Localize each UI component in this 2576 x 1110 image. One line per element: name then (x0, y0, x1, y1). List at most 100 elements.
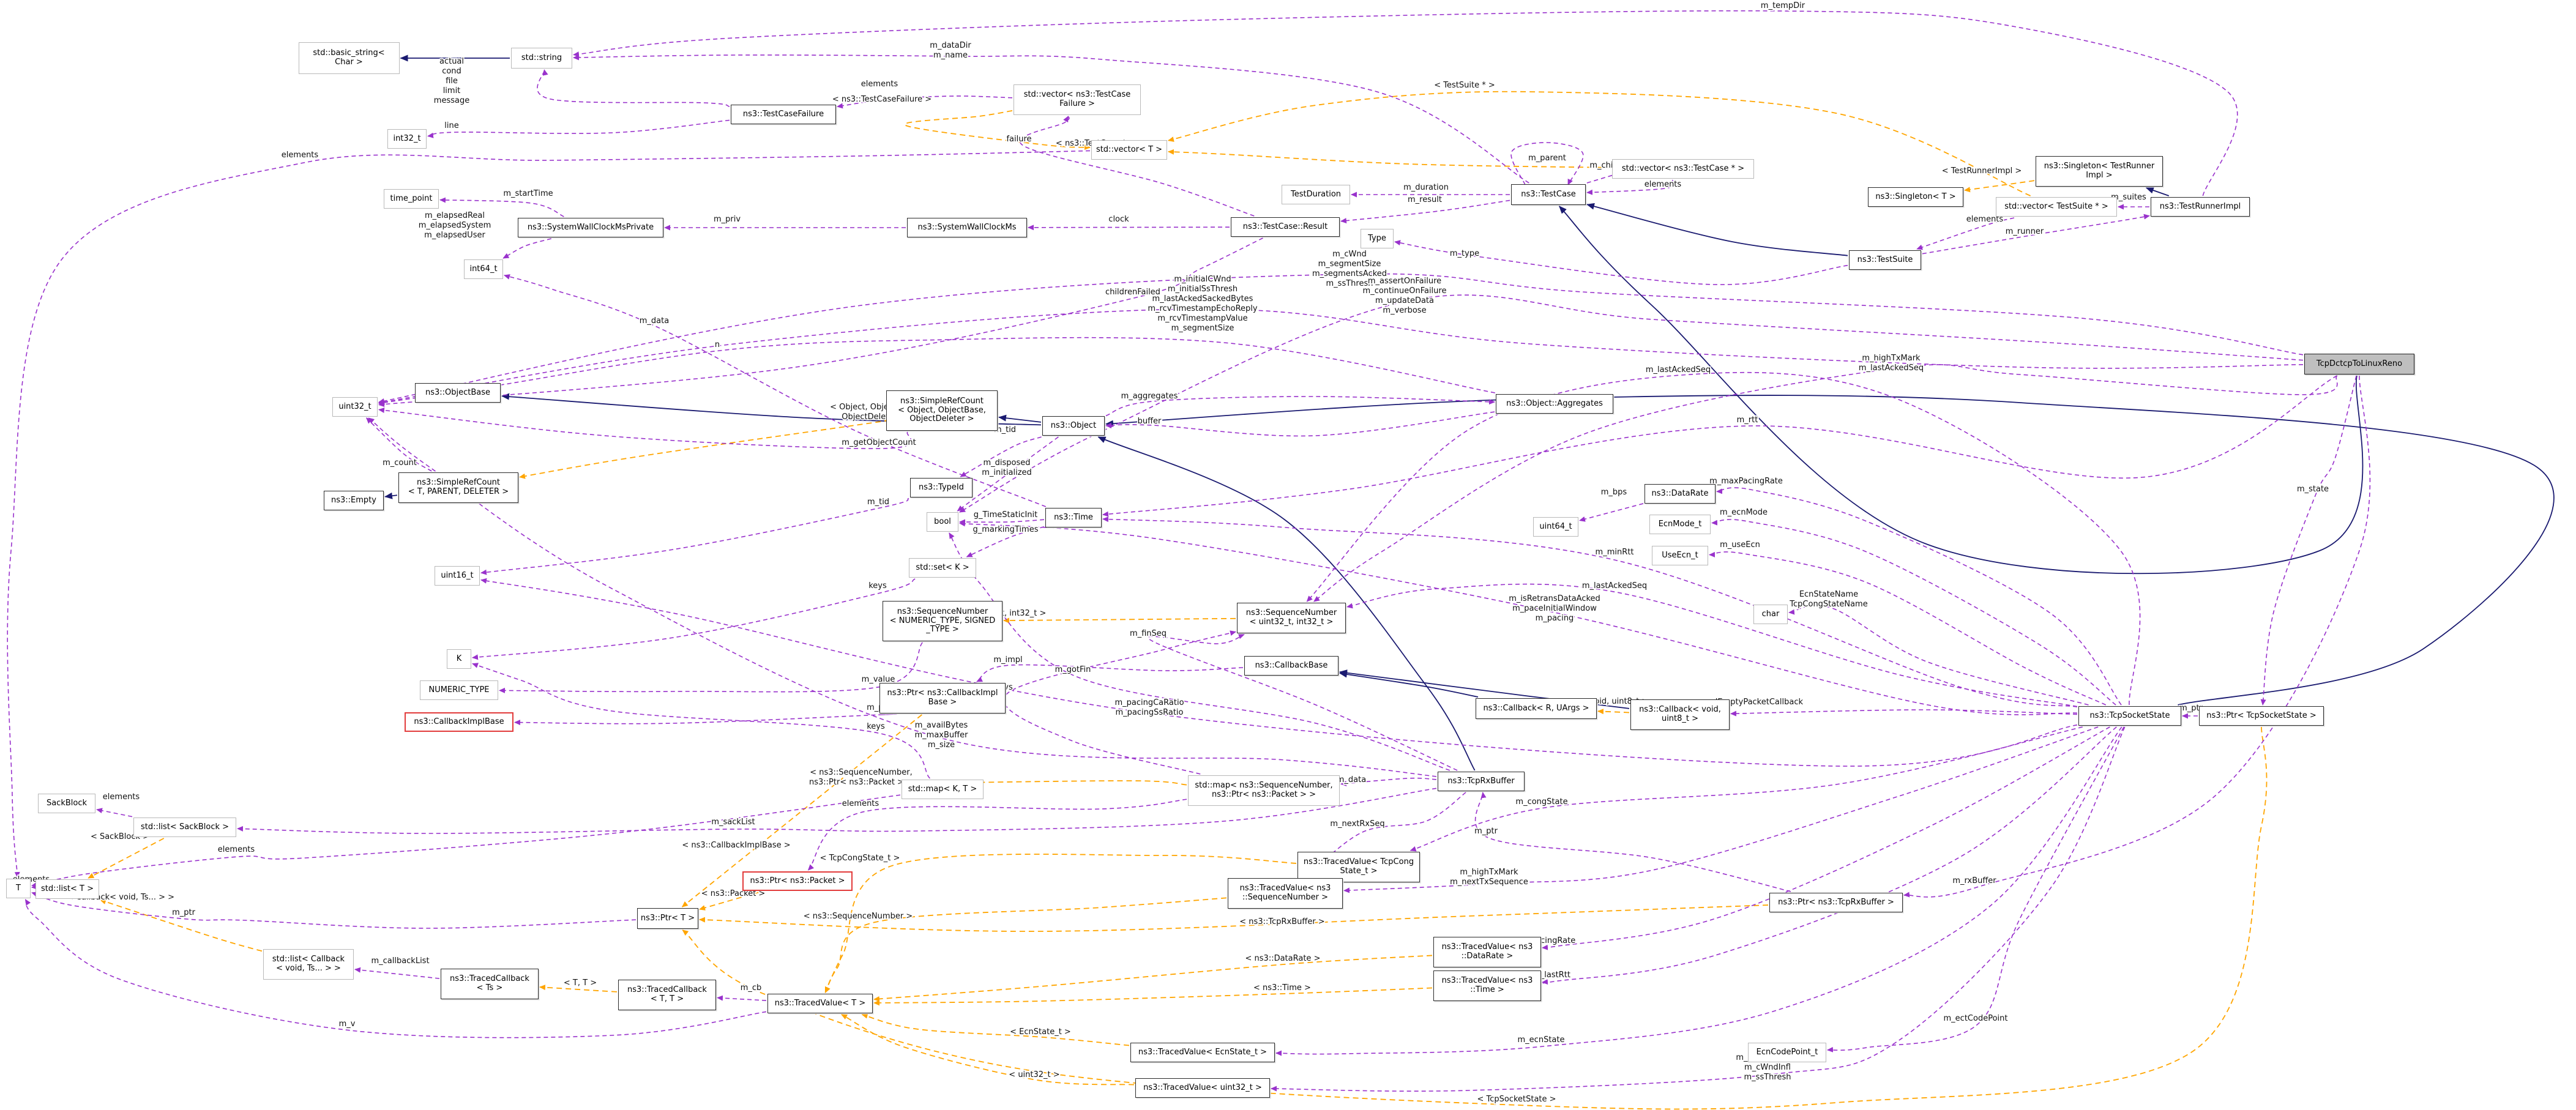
node-k[interactable]: K (447, 649, 471, 669)
edge-dr-u64 (1579, 503, 1644, 522)
node-srcT[interactable]: ns3::SimpleRefCount < T, PARENT, DELETER… (398, 472, 518, 503)
node-tcbTs[interactable]: ns3::TracedCallback < Ts > (441, 969, 539, 999)
node-tcf[interactable]: ns3::TestCaseFailure (731, 105, 836, 124)
node-mapKT[interactable]: std::map< K, T > (902, 780, 984, 799)
node-singTRI[interactable]: ns3::Singleton< TestRunner Impl > (2036, 156, 2163, 187)
node-tvT[interactable]: ns3::TracedValue< T > (767, 994, 873, 1013)
node-char[interactable]: char (1753, 605, 1788, 624)
node-lt[interactable]: std::list< T > (35, 879, 99, 899)
node-tc[interactable]: ns3::TestCase (1511, 184, 1586, 205)
edges-group (7, 10, 2555, 1110)
node-tp[interactable]: time_point (384, 189, 439, 209)
node-obj[interactable]: ns3::Object (1042, 416, 1105, 436)
node-ts[interactable]: ns3::TestSuite (1849, 250, 1921, 270)
node-tvDR[interactable]: ns3::TracedValue< ns3 ::DataRate > (1433, 937, 1541, 967)
edge-label-ptrT-t: m_ptr (172, 908, 196, 917)
edge-label-ptrRxb-ptrT: < ns3::TcpRxBuffer > (1239, 917, 1324, 926)
node-label: bool (934, 516, 951, 526)
edge-label-vts-ts: elements (1966, 215, 2004, 224)
node-i32[interactable]: int32_t (387, 129, 427, 149)
node-numt[interactable]: NUMERIC_TYPE (420, 680, 498, 700)
node-tid[interactable]: ns3::TypeId (910, 478, 973, 497)
node-ptrTss[interactable]: ns3::Ptr< TcpSocketState > (2199, 706, 2324, 726)
node-cbi[interactable]: ns3::CallbackImplBase (405, 712, 513, 732)
node-tcbTT[interactable]: ns3::TracedCallback < T, T > (618, 980, 716, 1010)
node-label: NUMERIC_TYPE (428, 685, 490, 695)
edge-seqG-numt (499, 642, 923, 693)
node-vts[interactable]: std::vector< TestSuite * > (1996, 197, 2117, 217)
node-mapSP[interactable]: std::map< ns3::SequenceNumber, ns3::Ptr<… (1188, 775, 1340, 806)
node-tdur[interactable]: TestDuration (1282, 185, 1350, 204)
node-dr[interactable]: ns3::DataRate (1645, 484, 1715, 504)
node-set[interactable]: std::set< K > (909, 558, 976, 578)
edge-tss-bool (959, 521, 2078, 715)
node-main[interactable]: TcpDctcpToLinuxReno (2304, 354, 2414, 374)
node-ob[interactable]: ns3::ObjectBase (415, 383, 501, 403)
node-u16[interactable]: uint16_t (435, 566, 480, 586)
node-usee[interactable]: UseEcn_t (1652, 546, 1708, 565)
node-label: std::vector< ns3::TestCase Failure > (1023, 90, 1131, 108)
node-empty[interactable]: ns3::Empty (324, 491, 384, 510)
node-sack[interactable]: SackBlock (38, 794, 95, 813)
node-label: ns3::TracedCallback < T, T > (627, 985, 707, 1004)
node-str[interactable]: std::string (511, 48, 572, 69)
node-srcO[interactable]: ns3::SimpleRefCount < Object, ObjectBase… (886, 390, 998, 431)
edge-tvCong-tvT (824, 854, 1297, 993)
node-vtcf[interactable]: std::vector< ns3::TestCase Failure > (1014, 84, 1141, 115)
node-label: ns3::SequenceNumber < NUMERIC_TYPE, SIGN… (889, 606, 996, 635)
node-rxb[interactable]: ns3::TcpRxBuffer (1438, 772, 1525, 791)
node-u32[interactable]: uint32_t (332, 397, 378, 417)
node-cbVU[interactable]: ns3::Callback< void, uint8_t > (1630, 699, 1730, 730)
node-swcp[interactable]: ns3::SystemWallClockMsPrivate (518, 218, 663, 237)
node-cbRU[interactable]: ns3::Callback< R, UArgs > (1476, 698, 1597, 719)
edge-lsack-sack (96, 808, 133, 818)
edge-label-ptrCbi-ptrT: < ns3::CallbackImplBase > (682, 841, 790, 850)
edge-label-rxb-seq32: m_finSeq (1130, 629, 1167, 638)
node-i64[interactable]: int64_t (464, 259, 503, 279)
edge-tvDR-tvT (873, 955, 1433, 1002)
node-label: std::vector< TestSuite * > (2004, 201, 2108, 211)
node-agg[interactable]: ns3::Object::Aggregates (1496, 394, 1613, 414)
node-time[interactable]: ns3::Time (1045, 508, 1102, 527)
node-ptrT[interactable]: ns3::Ptr< T > (637, 908, 698, 929)
node-t[interactable]: T (6, 879, 31, 898)
node-seqG[interactable]: ns3::SequenceNumber < NUMERIC_TYPE, SIGN… (883, 601, 1002, 641)
node-tvTime[interactable]: ns3::TracedValue< ns3 ::Time > (1433, 970, 1541, 1001)
node-vt[interactable]: std::vector< T > (1091, 140, 1167, 160)
edge-label-res-swc: clock (1108, 215, 1129, 224)
node-u64[interactable]: uint64_t (1533, 517, 1578, 537)
node-tvSeq[interactable]: ns3::TracedValue< ns3 ::SequenceNumber > (1228, 878, 1343, 909)
node-cbb[interactable]: ns3::CallbackBase (1244, 656, 1338, 676)
node-tvU32[interactable]: ns3::TracedValue< uint32_t > (1135, 1078, 1270, 1098)
node-swc[interactable]: ns3::SystemWallClockMs (907, 218, 1027, 237)
node-ecnm[interactable]: EcnMode_t (1649, 515, 1711, 534)
node-tri[interactable]: ns3::TestRunnerImpl (2151, 197, 2250, 217)
edge-label-seqG-numt: m_value (862, 675, 895, 684)
node-lcb[interactable]: std::list< Callback < void, Ts... > > (263, 949, 354, 980)
node-seq32[interactable]: ns3::SequenceNumber < uint32_t, int32_t … (1237, 603, 1346, 633)
node-tvCong[interactable]: ns3::TracedValue< TcpCong State_t > (1297, 852, 1420, 882)
node-bool[interactable]: bool (927, 512, 958, 532)
edge-label-cbb-ptrCbi: m_impl (993, 655, 1022, 665)
node-vtc[interactable]: std::vector< ns3::TestCase * > (1612, 159, 1754, 179)
node-lsack[interactable]: std::list< SackBlock > (133, 818, 236, 837)
node-type[interactable]: Type (1361, 229, 1394, 248)
node-ecp[interactable]: EcnCodePoint_t (1748, 1043, 1826, 1062)
edge-cbb-ptrCbi (976, 664, 1244, 682)
edge-label-rxb-mapSP: m_data (1337, 775, 1366, 784)
node-singT[interactable]: ns3::Singleton< T > (1868, 187, 1963, 207)
node-bs[interactable]: std::basic_string< Char > (298, 42, 400, 74)
edge-label-tc-res: m_result (1408, 195, 1442, 204)
node-tvEcn[interactable]: ns3::TracedValue< EcnState_t > (1130, 1043, 1275, 1062)
node-ptrCbi[interactable]: ns3::Ptr< ns3::CallbackImpl Base > (879, 683, 1006, 713)
node-ptrPkt[interactable]: ns3::Ptr< ns3::Packet > (742, 871, 853, 891)
node-ptrRxb[interactable]: ns3::Ptr< ns3::TcpRxBuffer > (1769, 893, 1903, 912)
edge-label-res-u32: childrenFailed (1105, 288, 1160, 297)
node-res[interactable]: ns3::TestCase::Result (1231, 217, 1340, 237)
node-tss[interactable]: ns3::TcpSocketState (2078, 706, 2181, 726)
